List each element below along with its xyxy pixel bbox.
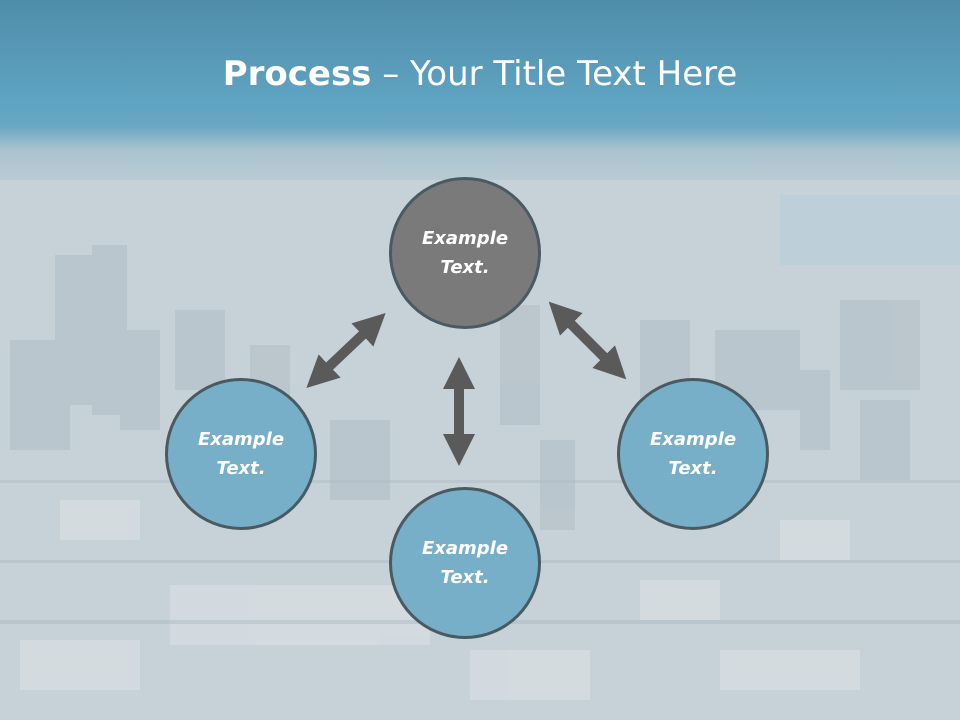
node-bottom-label: Example Text. [421,538,509,588]
node-right-label: Example Text. [649,429,737,479]
title-bold-part: Process [222,54,372,94]
title-rest-part: – Your Title Text Here [371,54,738,94]
process-node-bottom: Example Text. [389,487,541,639]
node-top-label: Example Text. [421,228,509,278]
header-band [0,0,960,140]
process-node-right: Example Text. [617,378,769,530]
arrow-top-left [306,313,386,388]
slide-title: Process – Your Title Text Here [0,52,960,96]
arrow-top-right [548,301,627,380]
node-left-label: Example Text. [197,429,285,479]
process-node-top: Example Text. [389,177,541,329]
process-node-left: Example Text. [165,378,317,530]
